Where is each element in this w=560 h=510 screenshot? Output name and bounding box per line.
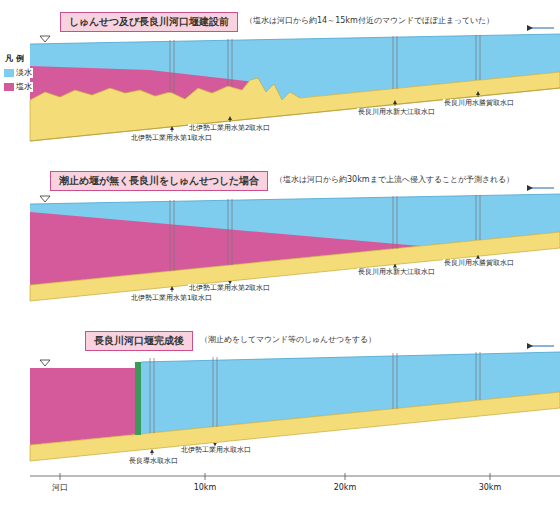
legend-swatch	[4, 83, 14, 91]
panel-note: （塩水は河口から約14～15km付近のマウンドでほぼ止まっていた）	[244, 16, 495, 26]
legend-heading: 凡 例	[4, 54, 25, 64]
profile-dredged-no-weir	[30, 188, 560, 301]
distance-axis	[30, 473, 560, 480]
axis-label: 河口	[51, 483, 69, 493]
legend-label: 淡水	[15, 68, 33, 78]
panel-note: （潮止めをしてマウンド等のしゅんせつをする）	[199, 335, 377, 345]
panel-title-box: 潮止め堰が無く長良川をしゅんせつした場合	[50, 171, 268, 191]
panel-note: （塩水は河口から約30kmまで上流へ侵入することが予測される）	[274, 175, 515, 185]
panel-title: しゅんせつ及び長良川河口堰建設前	[69, 16, 229, 28]
intake-label: 長良川用水新大江取水口	[357, 108, 436, 117]
legend-label: 塩水	[15, 82, 33, 92]
panel-title: 長良川河口堰完成後	[94, 335, 184, 347]
intake-label: 長良導水取水口	[128, 457, 179, 466]
intake-label: 北伊勢工業用水第1取水口	[130, 294, 213, 303]
axis-label: 30km	[478, 483, 503, 493]
intake-label: 北伊勢工業用水取水口	[180, 446, 252, 455]
intake-label: 長良川用水新大江取水口	[357, 268, 436, 277]
profile-after-weir	[30, 346, 560, 461]
intake-label: 長良川用水勝賀取水口	[443, 99, 515, 108]
profile-before	[30, 28, 560, 141]
panel-title: 潮止め堰が無く長良川をしゅんせつした場合	[59, 175, 259, 187]
legend-swatch	[4, 69, 14, 77]
panel-title-box: 長良川河口堰完成後	[85, 331, 193, 351]
intake-label: 長良川用水勝賀取水口	[443, 259, 515, 268]
weir-symbol	[135, 362, 141, 435]
panel-title-box: しゅんせつ及び長良川河口堰建設前	[60, 12, 238, 32]
intake-label: 北伊勢工業用水第1取水口	[130, 134, 213, 143]
intake-label: 北伊勢工業用水第2取水口	[188, 284, 271, 293]
axis-label: 10km	[193, 483, 218, 493]
axis-label: 20km	[333, 483, 358, 493]
intake-label: 北伊勢工業用水第2取水口	[188, 124, 271, 133]
